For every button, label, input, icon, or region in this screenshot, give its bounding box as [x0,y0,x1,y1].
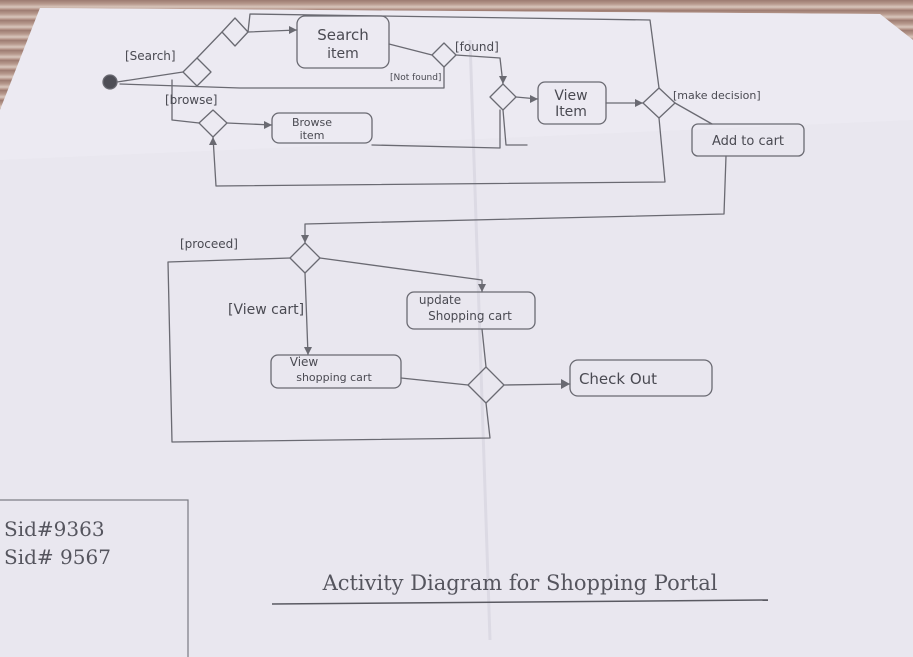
activity-update-cart [406,291,536,330]
guard-not-found-label: [Not found] [390,73,441,83]
flow-cart-to-proceed [304,155,727,244]
arrowhead-view [530,95,538,103]
activity-search-item-label-1: Search [317,26,369,44]
flow-proceed-loop [167,257,491,443]
student-id-2: Sid# 9567 [4,545,111,569]
flow-merge-to-checkout [503,383,571,386]
flow-view-cart-to-merge [400,377,469,386]
activity-update-cart-label-1: update [419,293,461,307]
activity-checkout-label: Check Out [579,370,657,388]
flow-branch-to-browse-merge [171,79,200,124]
flow-proceed-to-view-cart [304,272,309,356]
student-id-box [0,499,189,657]
flow-not-found-back [119,66,445,89]
activity-view-cart [270,354,402,389]
decision-search-branch [182,57,212,87]
flow-loop-bottom [212,117,666,187]
flow-start-to-branch [116,71,184,83]
activity-search-item-label-2: item [327,46,359,62]
guard-browse-label: [browse] [165,93,217,107]
diagram-caption: Activity Diagram for Shopping Portal [322,571,718,595]
guard-make-decision-label: [make decision] [673,89,761,102]
paper-shadow [0,8,913,160]
flow-merge-return [502,109,528,146]
activity-view-item-label-2: Item [555,104,587,120]
arrowhead-make-decision [635,99,643,107]
guard-search-label: [Search] [125,49,176,63]
activity-view-cart-label-2: shopping cart [296,371,372,384]
flow-browse-to-view-merge [371,109,501,149]
paper-fold [468,39,492,641]
arrowhead-update [478,284,486,292]
guard-view-cart-label: [View cart] [228,302,304,318]
activity-view-cart-label-1: View [290,355,319,369]
arrowhead-search [289,26,297,34]
student-id-1: Sid#9363 [4,517,105,541]
arrowhead-view-cart [304,347,312,355]
activity-add-to-cart [691,123,805,157]
guard-found-label: [found] [455,40,499,54]
activity-browse-item [271,112,373,144]
activity-add-to-cart-label: Add to cart [712,134,784,149]
flow-decision-to-cart [674,102,713,125]
activity-view-item-label-1: View [554,88,587,104]
arrowhead-view-merge [499,76,507,84]
paper-sheet [0,8,913,657]
activity-checkout [569,359,713,397]
initial-node [102,74,118,90]
activity-update-cart-label-2: Shopping cart [428,309,512,323]
arrowhead-proceed [301,235,309,243]
guard-proceed-label: [proceed] [180,237,238,251]
flow-update-to-checkout-merge [481,328,487,368]
caption-underline [271,599,769,605]
arrowhead-loop-bottom [209,137,217,145]
activity-browse-item-label-2: item [300,129,325,142]
flow-loop-top [247,13,660,89]
activity-browse-item-label-1: Browse [292,116,332,129]
flow-found-to-view [455,54,504,85]
arrowhead-browse [264,121,272,129]
flow-merge-to-search [247,29,298,33]
flow-branch-to-merge [196,31,223,59]
arrowhead-checkout [561,379,570,389]
flow-search-to-found [388,43,433,56]
